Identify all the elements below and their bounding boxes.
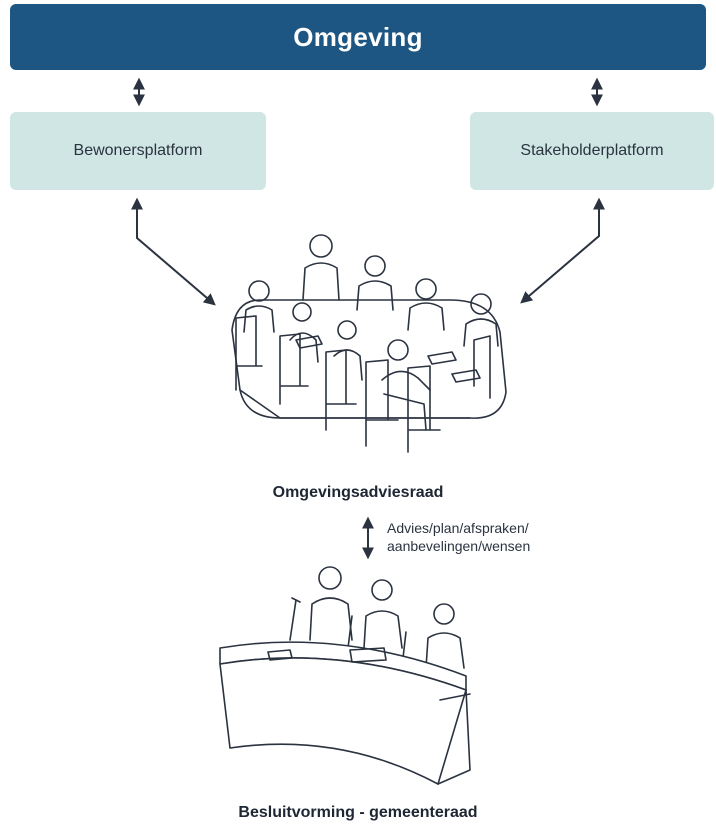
advice-flow-line-1: Advies/plan/afspraken/ (387, 520, 529, 536)
stakeholderplatform-box: Stakeholderplatform (470, 112, 714, 190)
double-arrow-icon-right-elbow (520, 197, 605, 304)
advice-flow-text: Advies/plan/afspraken/ aanbevelingen/wen… (387, 519, 530, 555)
omgevingsadviesraad-label: Omgevingsadviesraad (272, 484, 444, 501)
advice-flow-line-2: aanbevelingen/wensen (387, 538, 531, 554)
double-arrow-icon-left-elbow (131, 197, 216, 306)
omgeving-banner: Omgeving (10, 4, 706, 70)
meeting-table-illustration-icon (231, 234, 507, 453)
omgeving-title: Omgeving (293, 21, 423, 52)
besluitvorming-label: Besluitvorming - gemeenteraad (238, 804, 478, 821)
bewonersplatform-box: Bewonersplatform (10, 112, 266, 190)
stakeholderplatform-label: Stakeholderplatform (520, 142, 664, 159)
bewonersplatform-label: Bewonersplatform (73, 142, 203, 159)
council-desk-illustration-icon (219, 566, 471, 785)
